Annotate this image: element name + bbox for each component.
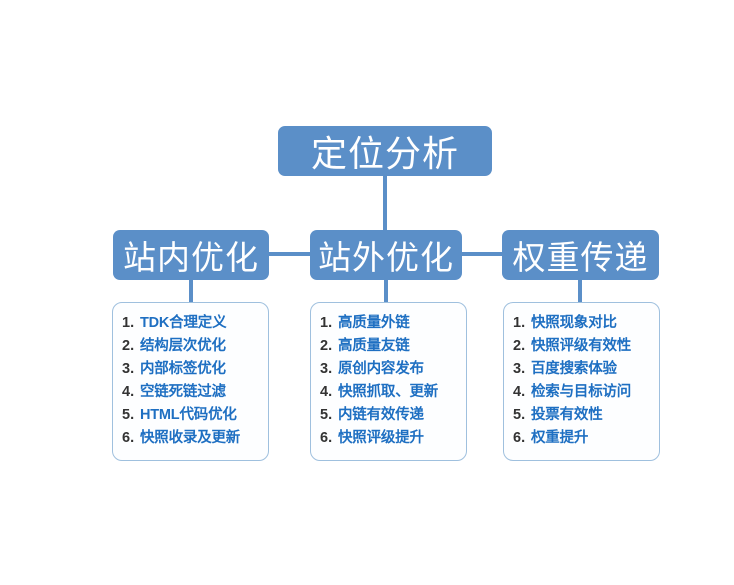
list-item-number: 6. <box>513 430 526 446</box>
list-item: 5. HTML代码优化 <box>122 404 268 427</box>
connector-inner-to-outer <box>265 252 315 256</box>
list-item-text: 百度搜索体验 <box>531 361 617 377</box>
node-inner-optimization[interactable]: 站内优化 <box>113 230 269 280</box>
list-item-number: 2. <box>513 338 526 354</box>
list-item-text: 快照评级提升 <box>338 430 424 446</box>
list-item: 3. 内部标签优化 <box>122 358 268 381</box>
node-weight-transfer[interactable]: 权重传递 <box>502 230 659 280</box>
list-item-number: 6. <box>122 430 135 446</box>
list-item-text: 内链有效传递 <box>338 407 424 423</box>
node-inner-optimization-label: 站内优化 <box>123 239 259 276</box>
list-item: 4. 检索与目标访问 <box>513 381 659 404</box>
list-card-outer-optimization: 1. 高质量外链 2. 高质量友链 3. 原创内容发布 4. 快照抓取、更新 5… <box>310 302 467 461</box>
list-item: 4. 空链死链过滤 <box>122 381 268 404</box>
list-item: 1. TDK合理定义 <box>122 312 268 335</box>
list-item-number: 4. <box>122 384 135 400</box>
list-item-number: 1. <box>320 315 333 331</box>
list-item-number: 4. <box>320 384 333 400</box>
connector-inner-to-list <box>189 278 193 304</box>
list-card-inner-optimization: 1. TDK合理定义 2. 结构层次优化 3. 内部标签优化 4. 空链死链过滤… <box>112 302 269 461</box>
list-item-text: HTML代码优化 <box>140 407 237 423</box>
list-item: 3. 百度搜索体验 <box>513 358 659 381</box>
list-item: 2. 高质量友链 <box>320 335 466 358</box>
list-item-text: 快照抓取、更新 <box>338 384 439 400</box>
list-item-text: 快照现象对比 <box>531 315 617 331</box>
list-item: 1. 快照现象对比 <box>513 312 659 335</box>
connector-weight-to-list <box>578 278 582 304</box>
list-item-number: 1. <box>513 315 526 331</box>
list-item-text: 检索与目标访问 <box>531 384 632 400</box>
list-item-number: 5. <box>122 407 135 423</box>
node-weight-transfer-label: 权重传递 <box>512 239 649 276</box>
list-item-number: 5. <box>320 407 333 423</box>
list-item: 5. 内链有效传递 <box>320 404 466 427</box>
node-root[interactable]: 定位分析 <box>278 126 492 176</box>
list-item-number: 4. <box>513 384 526 400</box>
list-item-text: 内部标签优化 <box>140 361 226 377</box>
list-item: 2. 结构层次优化 <box>122 335 268 358</box>
list-item: 3. 原创内容发布 <box>320 358 466 381</box>
list-item-text: TDK合理定义 <box>140 315 227 331</box>
list-card-weight-transfer: 1. 快照现象对比 2. 快照评级有效性 3. 百度搜索体验 4. 检索与目标访… <box>503 302 660 461</box>
list-item-text: 原创内容发布 <box>338 361 424 377</box>
list-item-text: 权重提升 <box>531 430 589 446</box>
connector-outer-to-weight <box>458 252 506 256</box>
list-item-number: 3. <box>513 361 526 377</box>
list-item-number: 3. <box>122 361 135 377</box>
list-item-number: 1. <box>122 315 135 331</box>
list-item-text: 高质量外链 <box>338 315 410 331</box>
list-item: 1. 高质量外链 <box>320 312 466 335</box>
list-item: 4. 快照抓取、更新 <box>320 381 466 404</box>
list-item-number: 6. <box>320 430 333 446</box>
node-outer-optimization-label: 站外优化 <box>318 239 454 276</box>
list-item: 6. 快照收录及更新 <box>122 427 268 450</box>
connector-outer-to-list <box>384 278 388 304</box>
list-item: 5. 投票有效性 <box>513 404 659 427</box>
list-item-text: 投票有效性 <box>531 407 603 423</box>
list-item-number: 5. <box>513 407 526 423</box>
connector-root-to-outer <box>383 176 387 230</box>
list-item-number: 2. <box>122 338 135 354</box>
node-root-label: 定位分析 <box>310 133 459 174</box>
list-item-text: 高质量友链 <box>338 338 410 354</box>
list-item-text: 快照收录及更新 <box>140 430 241 446</box>
list-item-number: 3. <box>320 361 333 377</box>
list-item: 2. 快照评级有效性 <box>513 335 659 358</box>
list-item-text: 结构层次优化 <box>140 338 226 354</box>
list-item-number: 2. <box>320 338 333 354</box>
list-item: 6. 权重提升 <box>513 427 659 450</box>
list-item-text: 空链死链过滤 <box>140 384 226 400</box>
node-outer-optimization[interactable]: 站外优化 <box>310 230 462 280</box>
list-item-text: 快照评级有效性 <box>531 338 632 354</box>
list-item: 6. 快照评级提升 <box>320 427 466 450</box>
